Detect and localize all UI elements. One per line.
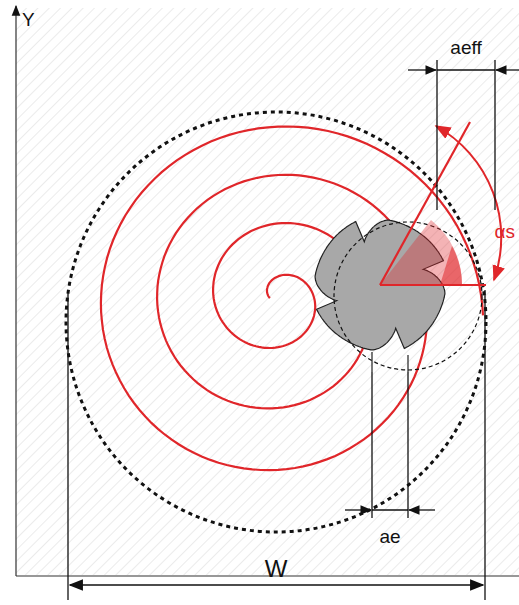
dimension-arrow: [409, 509, 435, 510]
y-axis: [15, 6, 16, 576]
extension-line: [67, 290, 68, 600]
pocket-circle: [66, 112, 486, 532]
dimension-line: [437, 69, 495, 70]
dimension-arrow: [496, 69, 519, 70]
extension-line: [371, 372, 372, 518]
engagement-sector: [380, 220, 462, 285]
cutter-path-circle: [334, 222, 482, 370]
angle-leg: [380, 122, 470, 285]
extension-line: [407, 372, 408, 518]
axis-label: Y: [22, 10, 35, 29]
dimension-label: aeff: [450, 38, 481, 57]
dimension-arrow: [345, 509, 371, 510]
dimension-label: ae: [379, 527, 400, 546]
angle-label: αs: [495, 222, 515, 241]
dimension-label: W: [265, 557, 288, 581]
dimension-line: [372, 509, 408, 510]
angle-leg: [380, 284, 486, 286]
extension-line: [494, 60, 495, 210]
spiral-toolpath: [101, 127, 483, 471]
engagement-sector-inner: [440, 246, 462, 285]
extension-line: [484, 290, 485, 600]
cutter-shank: [372, 352, 408, 372]
angle-arc: [436, 126, 501, 280]
dimension-line: [70, 584, 483, 586]
dimension-arrow: [408, 69, 436, 70]
workpiece-hatching: [16, 8, 519, 575]
extension-line: [436, 60, 437, 210]
